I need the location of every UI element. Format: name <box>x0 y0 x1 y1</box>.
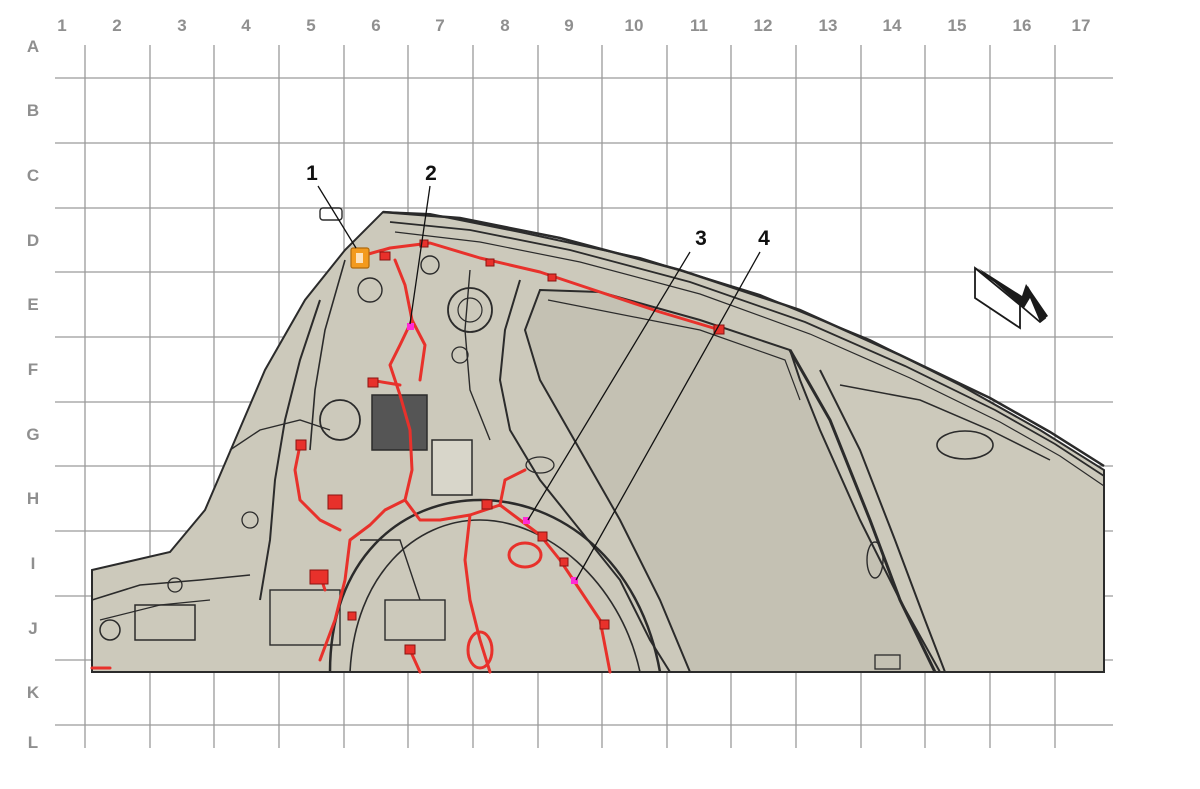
column-label: 8 <box>500 16 509 35</box>
row-label: A <box>27 37 39 56</box>
window-opening <box>523 288 942 673</box>
row-label: H <box>27 489 39 508</box>
location-markers <box>407 323 578 584</box>
callout-4: 4 <box>758 227 770 250</box>
callout-1: 1 <box>306 162 318 185</box>
harness-connectors <box>295 239 725 655</box>
row-label: K <box>27 683 40 702</box>
row-label: D <box>27 231 39 250</box>
wheel-house <box>328 498 662 673</box>
column-label: 5 <box>306 16 315 35</box>
module-block <box>371 394 428 451</box>
row-label: I <box>31 554 36 573</box>
column-label: 3 <box>177 16 186 35</box>
column-label: 15 <box>948 16 967 35</box>
row-label: E <box>27 295 38 314</box>
column-label: 14 <box>883 16 902 35</box>
column-labels: 1 2 3 4 5 6 7 8 9 10 11 12 13 14 15 16 1… <box>57 16 1090 35</box>
column-label: 16 <box>1013 16 1032 35</box>
column-label: 6 <box>371 16 380 35</box>
direction-arrow-icon <box>974 266 1048 330</box>
column-label: 17 <box>1072 16 1091 35</box>
row-label: G <box>26 425 39 444</box>
column-label: 13 <box>819 16 838 35</box>
column-label: 11 <box>690 16 708 35</box>
column-label: 7 <box>435 16 444 35</box>
row-label: J <box>28 619 37 638</box>
column-label: 10 <box>625 16 644 35</box>
harness-roof-branch <box>363 241 722 332</box>
callout-2: 2 <box>425 162 437 185</box>
harness-trunk <box>388 258 442 522</box>
column-label: 1 <box>57 16 66 35</box>
column-label: 12 <box>754 16 773 35</box>
column-label: 4 <box>241 16 251 35</box>
row-label: B <box>27 101 39 120</box>
callout-numbers: 1 2 3 4 <box>306 162 770 250</box>
vehicle-body-illustration <box>91 207 1105 673</box>
row-labels: A B C D E F G H I J K L <box>26 37 39 752</box>
callout-3: 3 <box>695 227 707 250</box>
row-label: F <box>28 360 38 379</box>
column-label: 2 <box>112 16 121 35</box>
column-label: 9 <box>564 16 573 35</box>
row-label: C <box>27 166 39 185</box>
row-label: L <box>28 733 38 752</box>
callout-leaders <box>317 185 761 581</box>
